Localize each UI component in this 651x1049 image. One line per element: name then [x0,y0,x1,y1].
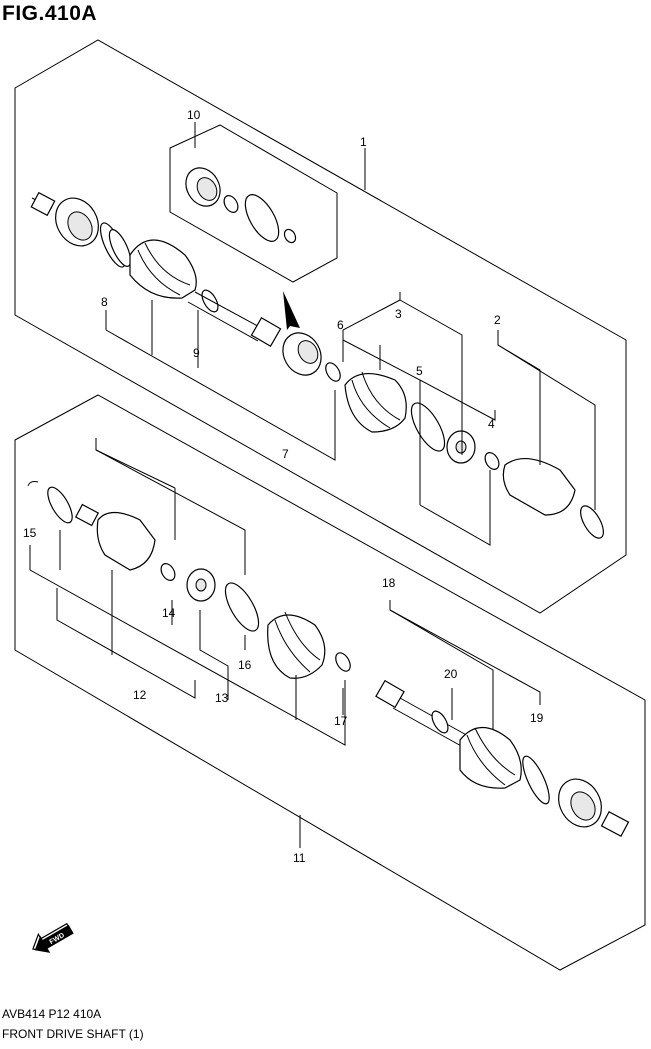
callout-13: 13 [215,691,229,705]
assembly-frame-upper [14,39,627,614]
callout-14: 14 [162,606,176,620]
kit-frame-10 [169,124,338,283]
callout-7: 7 [282,447,289,461]
callout-15: 15 [23,526,37,540]
callout-1: 1 [360,135,367,149]
callout-16: 16 [238,658,252,672]
callout-18: 18 [382,576,396,590]
callout-8: 8 [101,295,108,309]
callout-9: 9 [193,346,200,360]
diagram-name: FRONT DRIVE SHAFT (1) [2,1027,144,1041]
assembly-frame-lower [14,394,646,971]
callout-2: 2 [494,313,501,327]
upper-bearing [282,332,322,376]
callout-11: 11 [293,851,306,865]
kit-parts-10 [185,167,297,244]
upper-outer-joint [30,191,282,347]
callout-12: 12 [133,688,147,702]
kit-arrow-icon [283,291,300,330]
diagram-code: AVB414 P12 410A [2,1007,102,1021]
lower-shaft [375,679,630,838]
fwd-arrow-icon: FWD [32,922,74,953]
upper-leader-lines [105,122,596,546]
callout-3: 3 [395,307,402,321]
callout-20: 20 [444,667,458,681]
callout-4: 4 [488,417,495,431]
figure-title: FIG.410A [2,2,98,25]
callout-6: 6 [337,318,344,332]
callout-19: 19 [530,711,544,725]
callout-5: 5 [416,364,423,378]
lower-inner-joint [27,481,351,679]
callout-17: 17 [334,714,348,728]
lower-leader-lines [29,438,541,848]
callout-10: 10 [187,108,201,122]
